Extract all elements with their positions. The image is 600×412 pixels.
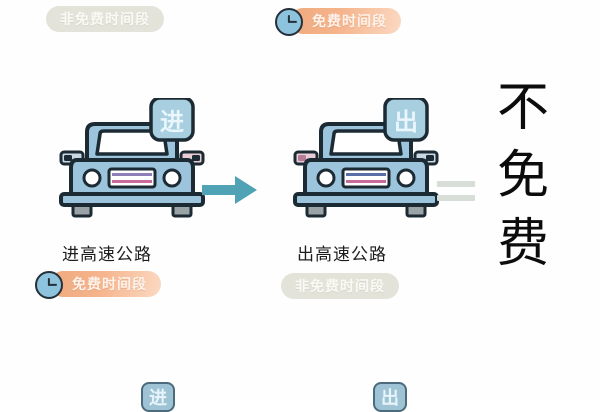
badge-top-left-nonfree: 非免费时间段 <box>46 6 164 32</box>
caption-enter-text: 进高速公路 <box>62 245 152 265</box>
car-exit-illustration: 出 <box>281 98 451 233</box>
vertical-phrase-not-free: 不 免 费 <box>497 82 549 286</box>
caption-exit: 出高速公路 <box>297 240 387 265</box>
bottom-sign-exit-text: 出 <box>381 388 399 409</box>
car-exit-sign-text: 出 <box>394 107 418 136</box>
bottom-sign-exit: 出 <box>373 382 407 412</box>
badge-enter-label: 免费时间段 <box>72 277 147 293</box>
clock-icon-enter <box>35 271 63 299</box>
car-enter-sign-text: 进 <box>160 107 184 136</box>
badge-enter-free: 免费时间段 <box>50 271 161 297</box>
badge-top-right-label: 免费时间段 <box>312 14 387 30</box>
badge-exit-label: 非免费时间段 <box>295 279 385 295</box>
caption-exit-text: 出高速公路 <box>297 245 387 265</box>
equals-icon <box>437 180 475 208</box>
bottom-sign-enter-text: 进 <box>149 388 167 409</box>
badge-exit-nonfree: 非免费时间段 <box>281 273 399 299</box>
vertical-char-3: 费 <box>497 214 550 274</box>
vertical-char-1: 不 <box>497 78 550 138</box>
arrow-right-icon <box>202 175 258 209</box>
clock-icon-top-right <box>275 8 303 36</box>
car-enter-illustration: 进 <box>47 98 217 233</box>
badge-top-left-label: 非免费时间段 <box>60 12 150 28</box>
caption-enter: 进高速公路 <box>62 240 152 265</box>
vertical-char-2: 免 <box>497 146 550 206</box>
bottom-sign-enter: 进 <box>141 382 175 412</box>
badge-top-right-free: 免费时间段 <box>290 8 401 34</box>
